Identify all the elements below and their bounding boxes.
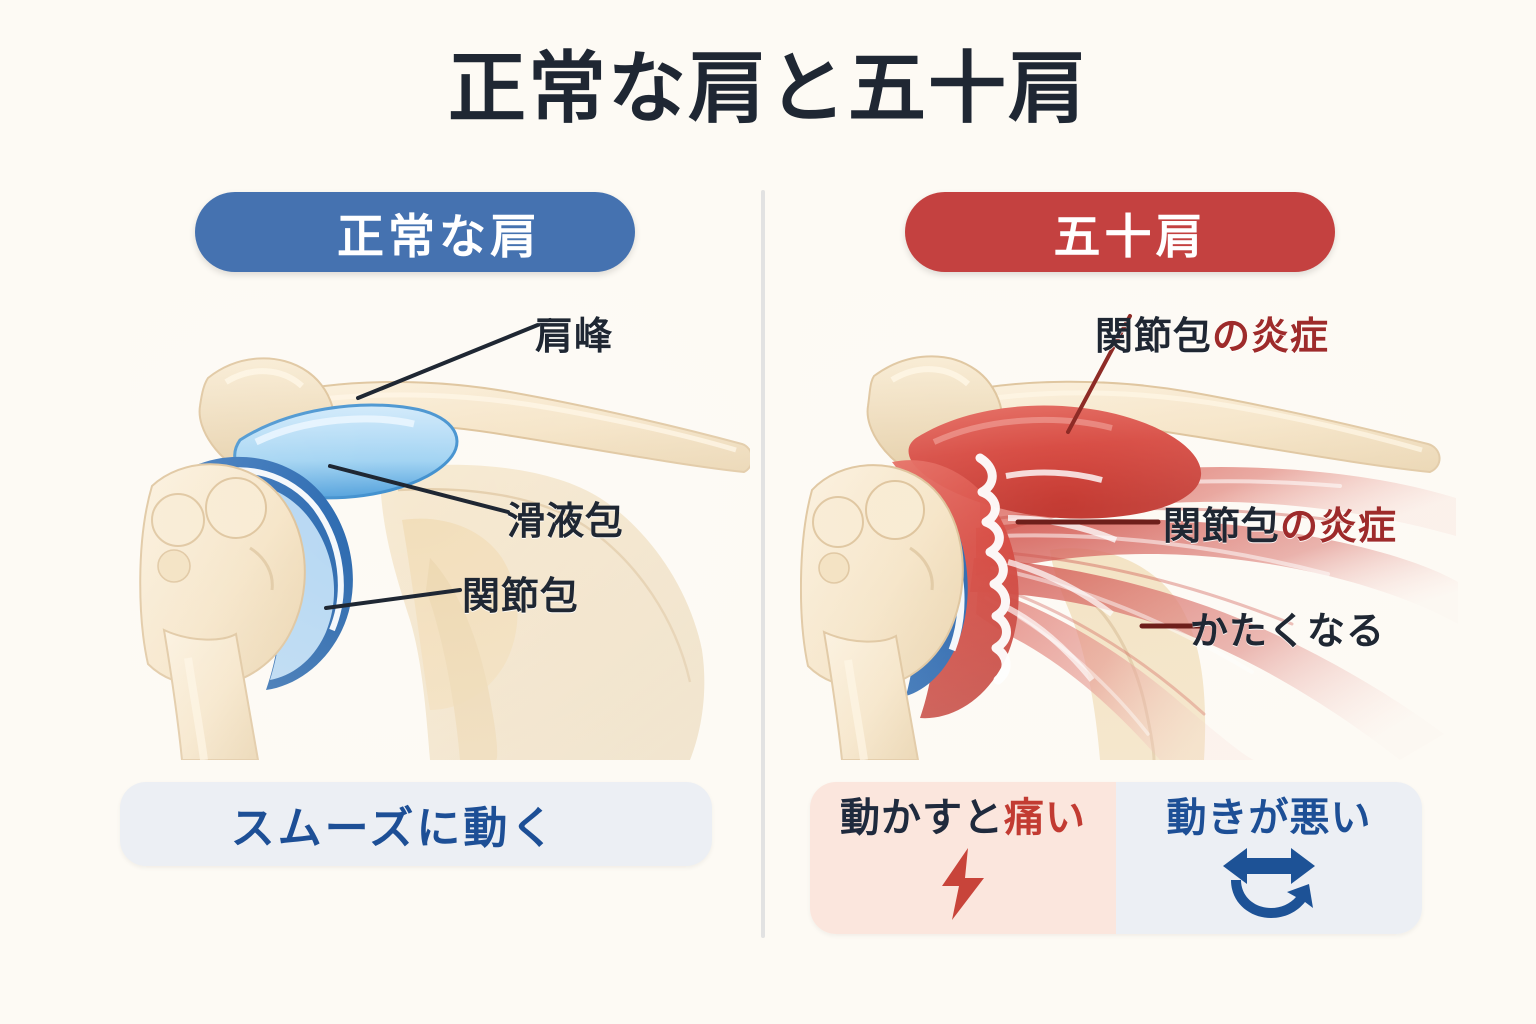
label-stiffness: かたくなる [1190,611,1386,653]
leader-line-inflammation-top [1066,314,1132,434]
badge-frozen-label: 五十肩 [1053,209,1207,263]
result-bar-pain-label: 動かすと痛い [840,796,1086,840]
result-bar-pain: 動かすと痛い [810,782,1116,934]
greater-tubercle [151,493,205,547]
lesser-tubercle-right [865,480,925,540]
normal-shoulder-illustration [130,290,750,760]
badge-normal-label: 正常な肩 [337,209,541,263]
leader-line-bursa [328,464,510,514]
result-bar-restricted-motion: 動きが悪い [1116,782,1422,934]
label-bursa: 滑液包 [507,501,625,543]
result-bar-restricted-label: 動きが悪い [1166,796,1372,840]
double-arrow-rotate-icon [1217,846,1321,920]
result-bar-smooth-label: スムーズに動く [230,804,558,853]
result-bar-smooth-motion: スムーズに動く [120,782,712,866]
result-bar-group-frozen: 動かすと痛い 動きが悪い [810,782,1422,934]
lightning-bolt-icon [932,846,994,922]
leader-line-capsule [324,588,462,610]
tubercle-detail [157,549,191,583]
badge-normal-shoulder: 正常な肩 [195,192,635,272]
label-capsule-inflammation-mid: 関節包の炎症 [1163,506,1398,548]
greater-tubercle-right [812,496,864,548]
badge-frozen-shoulder: 五十肩 [905,192,1335,272]
panel-divider [761,190,765,938]
label-joint-capsule: 関節包 [462,576,580,618]
tubercle-detail-right [818,552,850,584]
lesser-tubercle [205,477,267,539]
leader-line-acromion [356,318,552,400]
label-acromion: 肩峰 [535,316,614,358]
page-title: 正常な肩と五十肩 [447,44,1088,132]
label-capsule-inflammation-top: 関節包の炎症 [1095,316,1330,358]
